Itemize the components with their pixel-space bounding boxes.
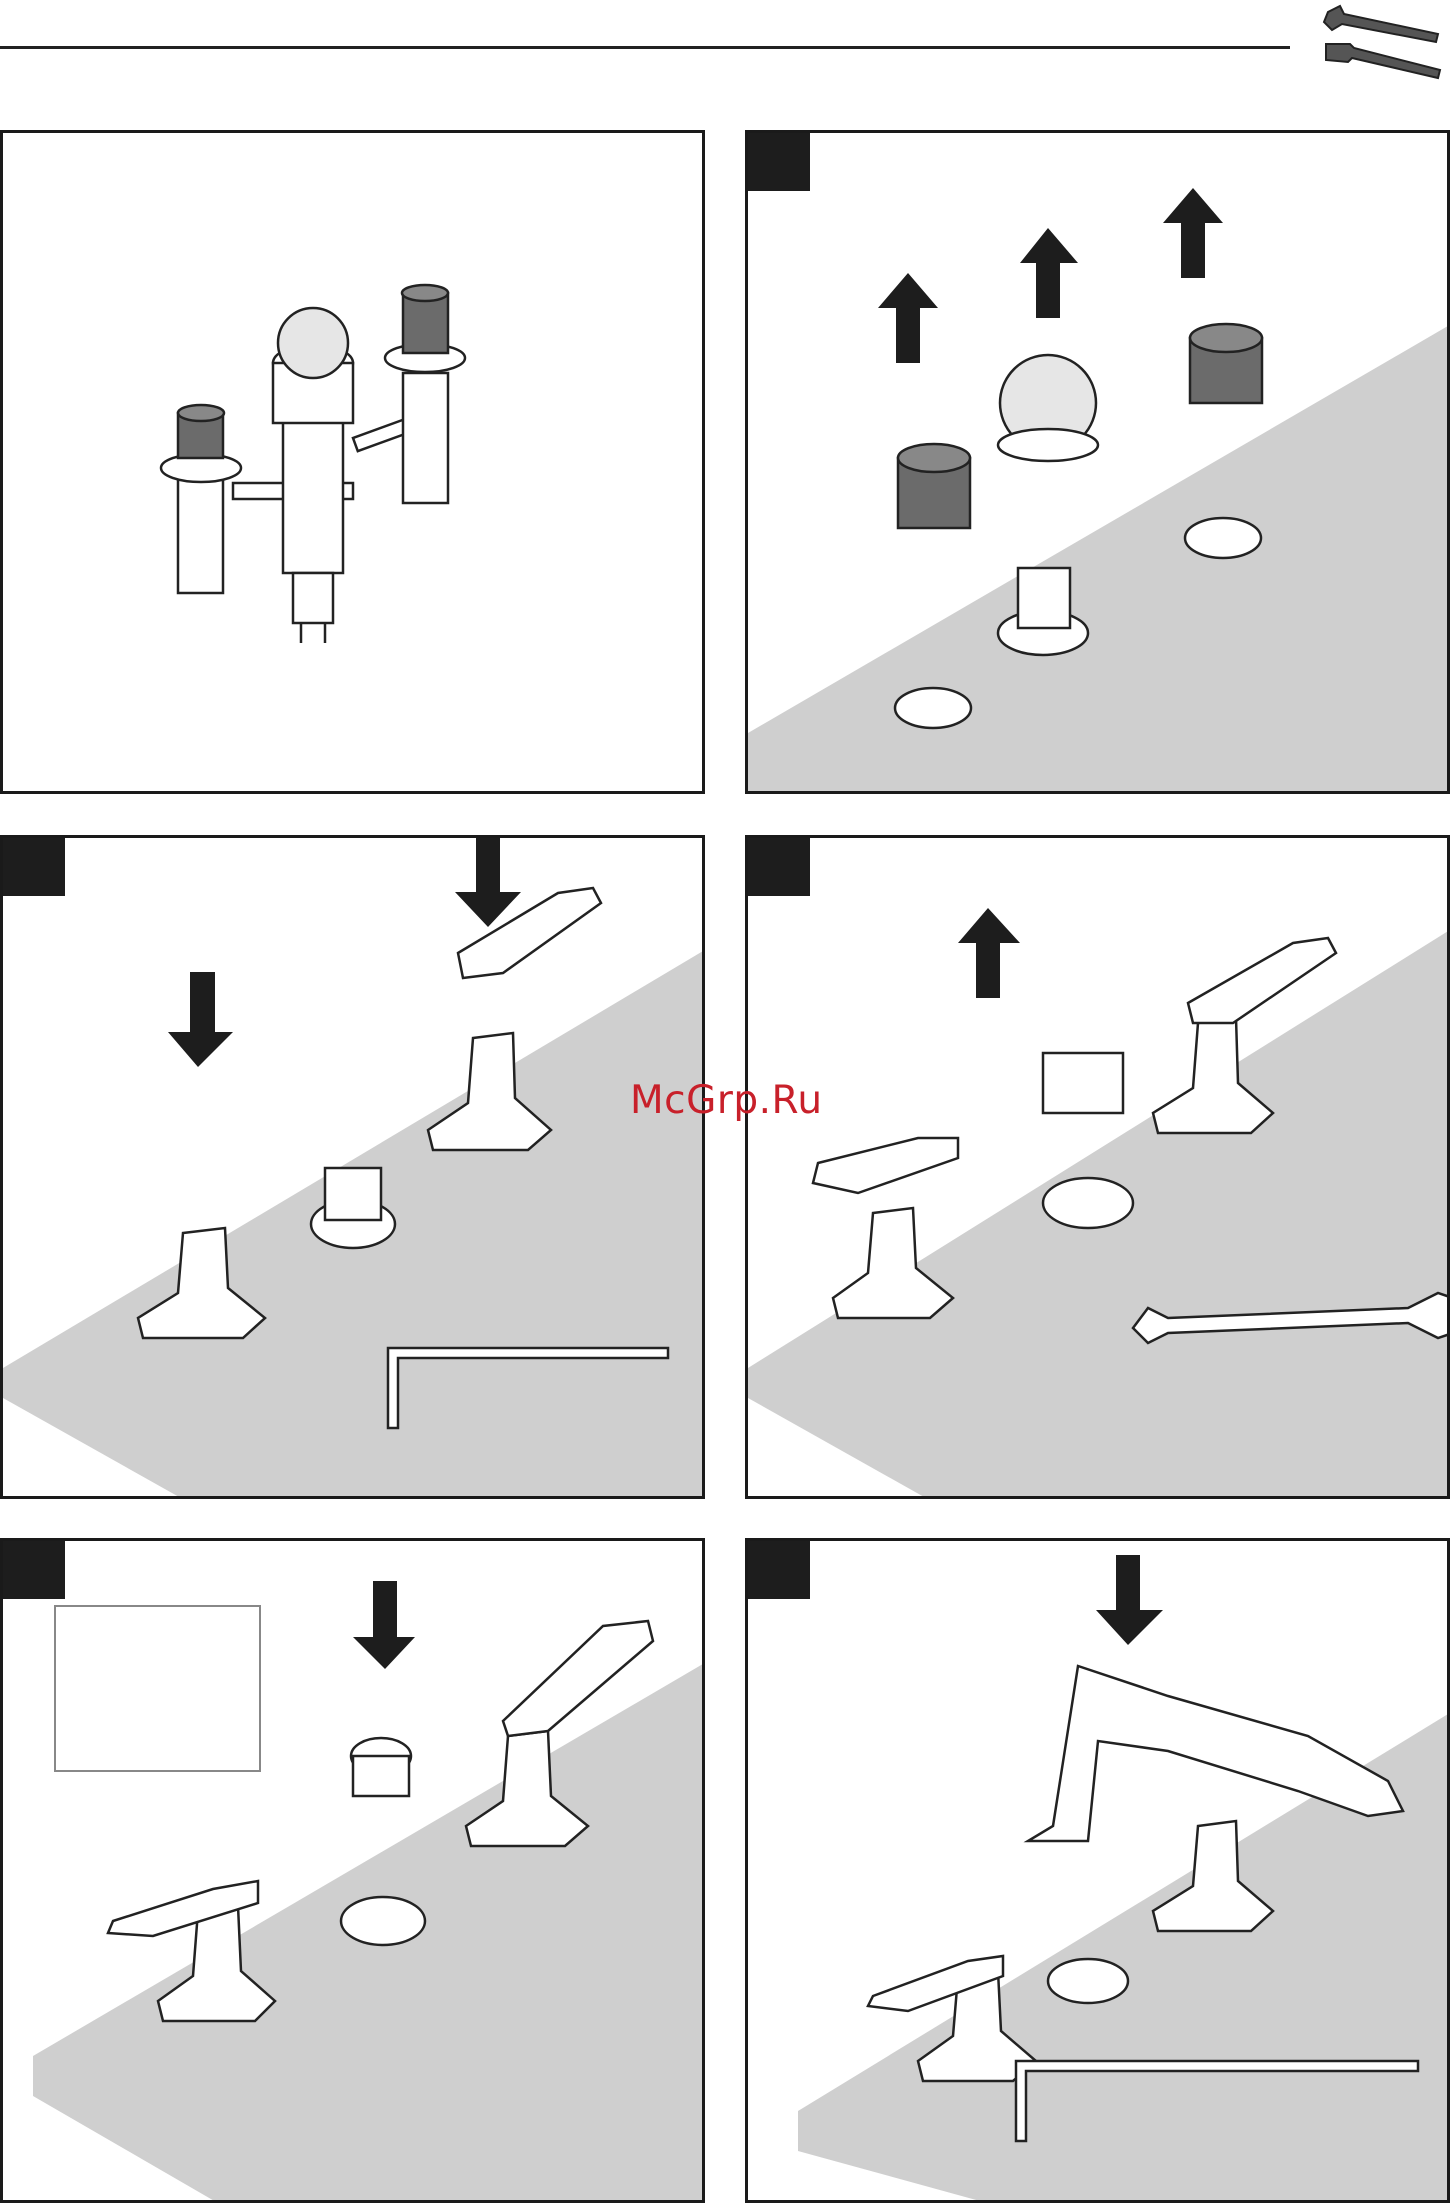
countertop-surface <box>748 323 1450 794</box>
watermark-text: McGrp.Ru <box>630 1078 823 1123</box>
callout-box <box>55 1606 260 1771</box>
header-rule <box>0 46 1290 49</box>
arrow-down-icon <box>353 1581 415 1669</box>
panel-valve-assembly <box>0 130 705 794</box>
arrow-up-icon <box>878 188 1223 363</box>
panel-install-handles <box>0 835 705 1499</box>
panel-remove-spout-plug <box>745 835 1450 1499</box>
arrow-up-icon <box>958 908 1020 998</box>
panel-install-spout <box>745 1538 1450 2203</box>
arrow-down-icon <box>1096 1555 1163 1645</box>
panel-insert-adapter <box>0 1538 705 2203</box>
valve-body-icon <box>3 133 705 794</box>
wrench-screwdriver-icon <box>1310 0 1450 90</box>
panel-remove-caps <box>745 130 1450 794</box>
